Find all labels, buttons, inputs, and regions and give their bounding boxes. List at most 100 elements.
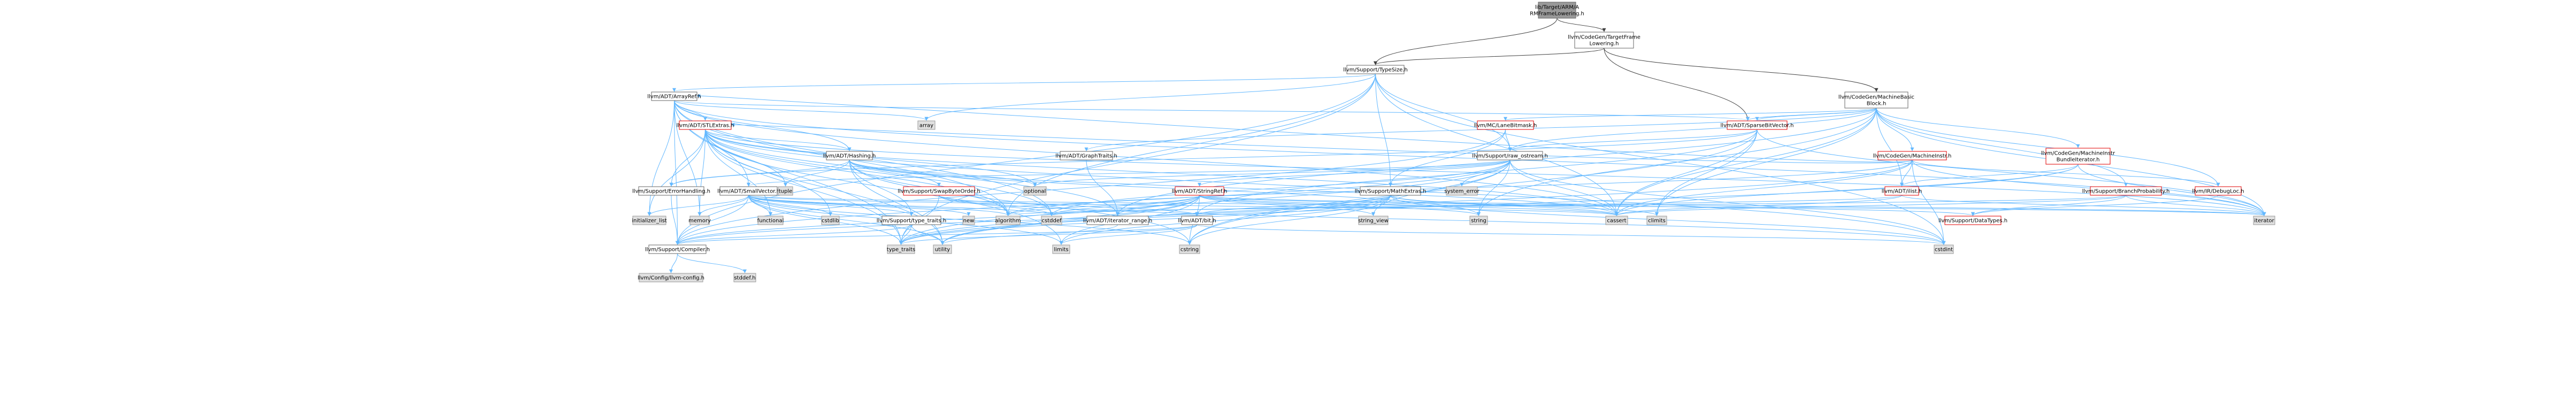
node-label: llvm/CodeGen/MachineBasic — [1838, 95, 1914, 101]
edge-arrayref-to-initializer_list — [647, 100, 674, 216]
node-label: llvm/Support/SwapByteOrder.h — [898, 189, 980, 195]
edge-machineinstr-to-cassert — [1615, 159, 1913, 216]
node-label: RMFrameLowering.h — [1530, 11, 1584, 17]
edge-stringref-to-algorithm — [1006, 195, 1200, 216]
node-mathextras[interactable]: llvm/Support/MathExtras.h — [1355, 186, 1427, 196]
edge-stlextras-to-functional — [705, 129, 772, 216]
node-label: system_error — [1444, 189, 1479, 195]
node-label: llvm/Support/raw_ostream.h — [1472, 154, 1548, 159]
node-label: climits — [1648, 218, 1666, 224]
edge-graphtraits-to-iterator_range — [1086, 159, 1120, 216]
edge-mbb-to-lanebitmask — [1504, 108, 1877, 121]
node-llvm-config: llvm/Config/llvm-config.h — [638, 273, 704, 282]
node-mibundleiter[interactable]: llvm/CodeGen/MachineInstrBundleIterator.… — [2041, 148, 2115, 165]
node-box — [1477, 120, 1534, 130]
node-raw-ostream[interactable]: llvm/Support/raw_ostream.h — [1472, 151, 1548, 160]
node-smallvector[interactable]: llvm/ADT/SmallVector.h — [717, 186, 780, 196]
edge-smallvector-to-memory — [697, 195, 749, 216]
edge-root-to-cg_tfl — [1557, 18, 1606, 32]
node-bit[interactable]: llvm/ADT/bit.h — [1178, 216, 1216, 225]
node-swapbyteorder[interactable]: llvm/Support/SwapByteOrder.h — [898, 186, 980, 196]
node-box — [1934, 244, 1954, 254]
edge-hashing-to-errorhandling — [669, 159, 850, 187]
node-stringref[interactable]: llvm/ADT/StringRef.h — [1172, 186, 1227, 196]
node-errorhandling[interactable]: llvm/Support/ErrorHandling.h — [632, 186, 710, 196]
edge-sparsebitvector-to-errorhandling — [669, 129, 1758, 187]
node-label: optional — [1024, 189, 1046, 195]
node-iterator-range[interactable]: llvm/ADT/iterator_range.h — [1083, 216, 1152, 225]
node-string-view: string_view — [1358, 216, 1389, 225]
node-label: utility — [935, 247, 950, 253]
edge-mibundleiter-to-ilist — [1900, 164, 2079, 187]
node-array: array — [917, 120, 936, 130]
edge-raw_ostream-to-type_traits — [899, 159, 1511, 245]
node-compiler[interactable]: llvm/Support/Compiler.h — [645, 244, 710, 254]
node-machineinstr[interactable]: llvm/CodeGen/MachineInstr.h — [1873, 151, 1952, 160]
node-hashing[interactable]: llvm/ADT/Hashing.h — [823, 151, 876, 160]
edge-typesize-to-cassert — [1375, 73, 1619, 216]
node-ilist[interactable]: llvm/ADT/ilist.h — [1882, 186, 1922, 196]
node-box — [1605, 216, 1628, 225]
edge-mibundleiter-to-iterator — [2077, 164, 2266, 216]
node-label: cassert — [1607, 218, 1626, 224]
node-label: llvm/Support/Compiler.h — [645, 247, 710, 253]
node-branchprob[interactable]: llvm/Support/BranchProbability.h — [2082, 186, 2170, 196]
edge-raw_ostream-to-optional — [1033, 159, 1511, 187]
edge-machineinstr-to-debugloc — [1912, 159, 2220, 187]
edge-stlextras-to-initializer_list — [647, 129, 706, 216]
node-label: llvm/ADT/StringRef.h — [1172, 189, 1227, 195]
edge-stlextras-to-algorithm — [705, 129, 1010, 216]
edge-mbb-to-mibundleiter — [1876, 108, 2080, 148]
node-box — [962, 216, 975, 225]
node-box — [1086, 216, 1149, 225]
node-label: llvm/CodeGen/MachineInstr.h — [1873, 154, 1952, 159]
node-label: llvm/Config/llvm-config.h — [638, 275, 704, 281]
node-label: cstdlib — [822, 218, 839, 224]
edge-stringref-to-string — [1199, 195, 1481, 216]
node-graphtraits[interactable]: llvm/ADT/GraphTraits.h — [1055, 151, 1117, 160]
edge-typesize-to-array — [924, 73, 1376, 121]
edge-sparsebitvector-to-raw_ostream — [1508, 129, 1758, 151]
edge-machineinstr-to-utility — [940, 159, 1913, 245]
node-box — [757, 216, 784, 225]
edge-smallvector-to-cstdlib — [748, 195, 832, 216]
edge-iterator_range-to-utility — [940, 224, 1118, 245]
node-box — [2045, 148, 2111, 165]
edge-raw_ostream-to-string_view — [1371, 159, 1511, 216]
node-label: llvm/ADT/ilist.h — [1882, 189, 1922, 195]
edge-stringref-to-utility — [940, 195, 1200, 245]
node-stlextras[interactable]: llvm/ADT/STLExtras.h — [677, 120, 734, 130]
edge-mbb-to-cassert — [1615, 108, 1877, 216]
node-typesize[interactable]: llvm/Support/TypeSize.h — [1343, 65, 1408, 74]
edge-stringref-to-cassert — [1199, 195, 1619, 216]
edge-sparsebitvector-to-bit — [1195, 129, 1758, 216]
node-debugloc[interactable]: llvm/IR/DebugLoc.h — [2192, 186, 2244, 196]
node-datatypes[interactable]: llvm/Support/DataTypes.h — [1938, 216, 2007, 225]
node-label: llvm/Support/MathExtras.h — [1355, 189, 1427, 195]
node-box — [826, 151, 873, 160]
node-sparsebitvector[interactable]: llvm/ADT/SparseBitVector.h — [1721, 120, 1794, 130]
node-cassert: cassert — [1605, 216, 1628, 225]
node-label: llvm/ADT/Hashing.h — [823, 154, 876, 159]
node-box — [689, 216, 710, 225]
node-box — [903, 186, 975, 196]
edge-type_traits_h-to-compiler — [676, 224, 912, 245]
node-label: llvm/ADT/GraphTraits.h — [1055, 154, 1117, 159]
node-cstdint: cstdint — [1934, 244, 1954, 254]
edge-arrayref-to-compiler — [674, 100, 679, 245]
node-arrayref[interactable]: llvm/ADT/ArrayRef.h — [647, 91, 701, 101]
edge-sparsebitvector-to-climits — [1655, 129, 1758, 216]
node-box — [1181, 216, 1213, 225]
node-lanebitmask[interactable]: llvm/MC/LaneBitmask.h — [1474, 120, 1537, 130]
node-label: BundleIterator.h — [2057, 157, 2100, 163]
edge-mbb-to-branchprob — [1876, 108, 2128, 187]
node-type-traits-h[interactable]: llvm/Support/type_traits.h — [877, 216, 946, 225]
node-label: llvm/MC/LaneBitmask.h — [1474, 123, 1537, 129]
node-box — [1023, 186, 1047, 196]
edge-swapbyteorder-to-bit — [939, 195, 1199, 216]
node-algorithm: algorithm — [995, 216, 1021, 225]
edge-typesize-to-mathextras — [1375, 73, 1392, 187]
